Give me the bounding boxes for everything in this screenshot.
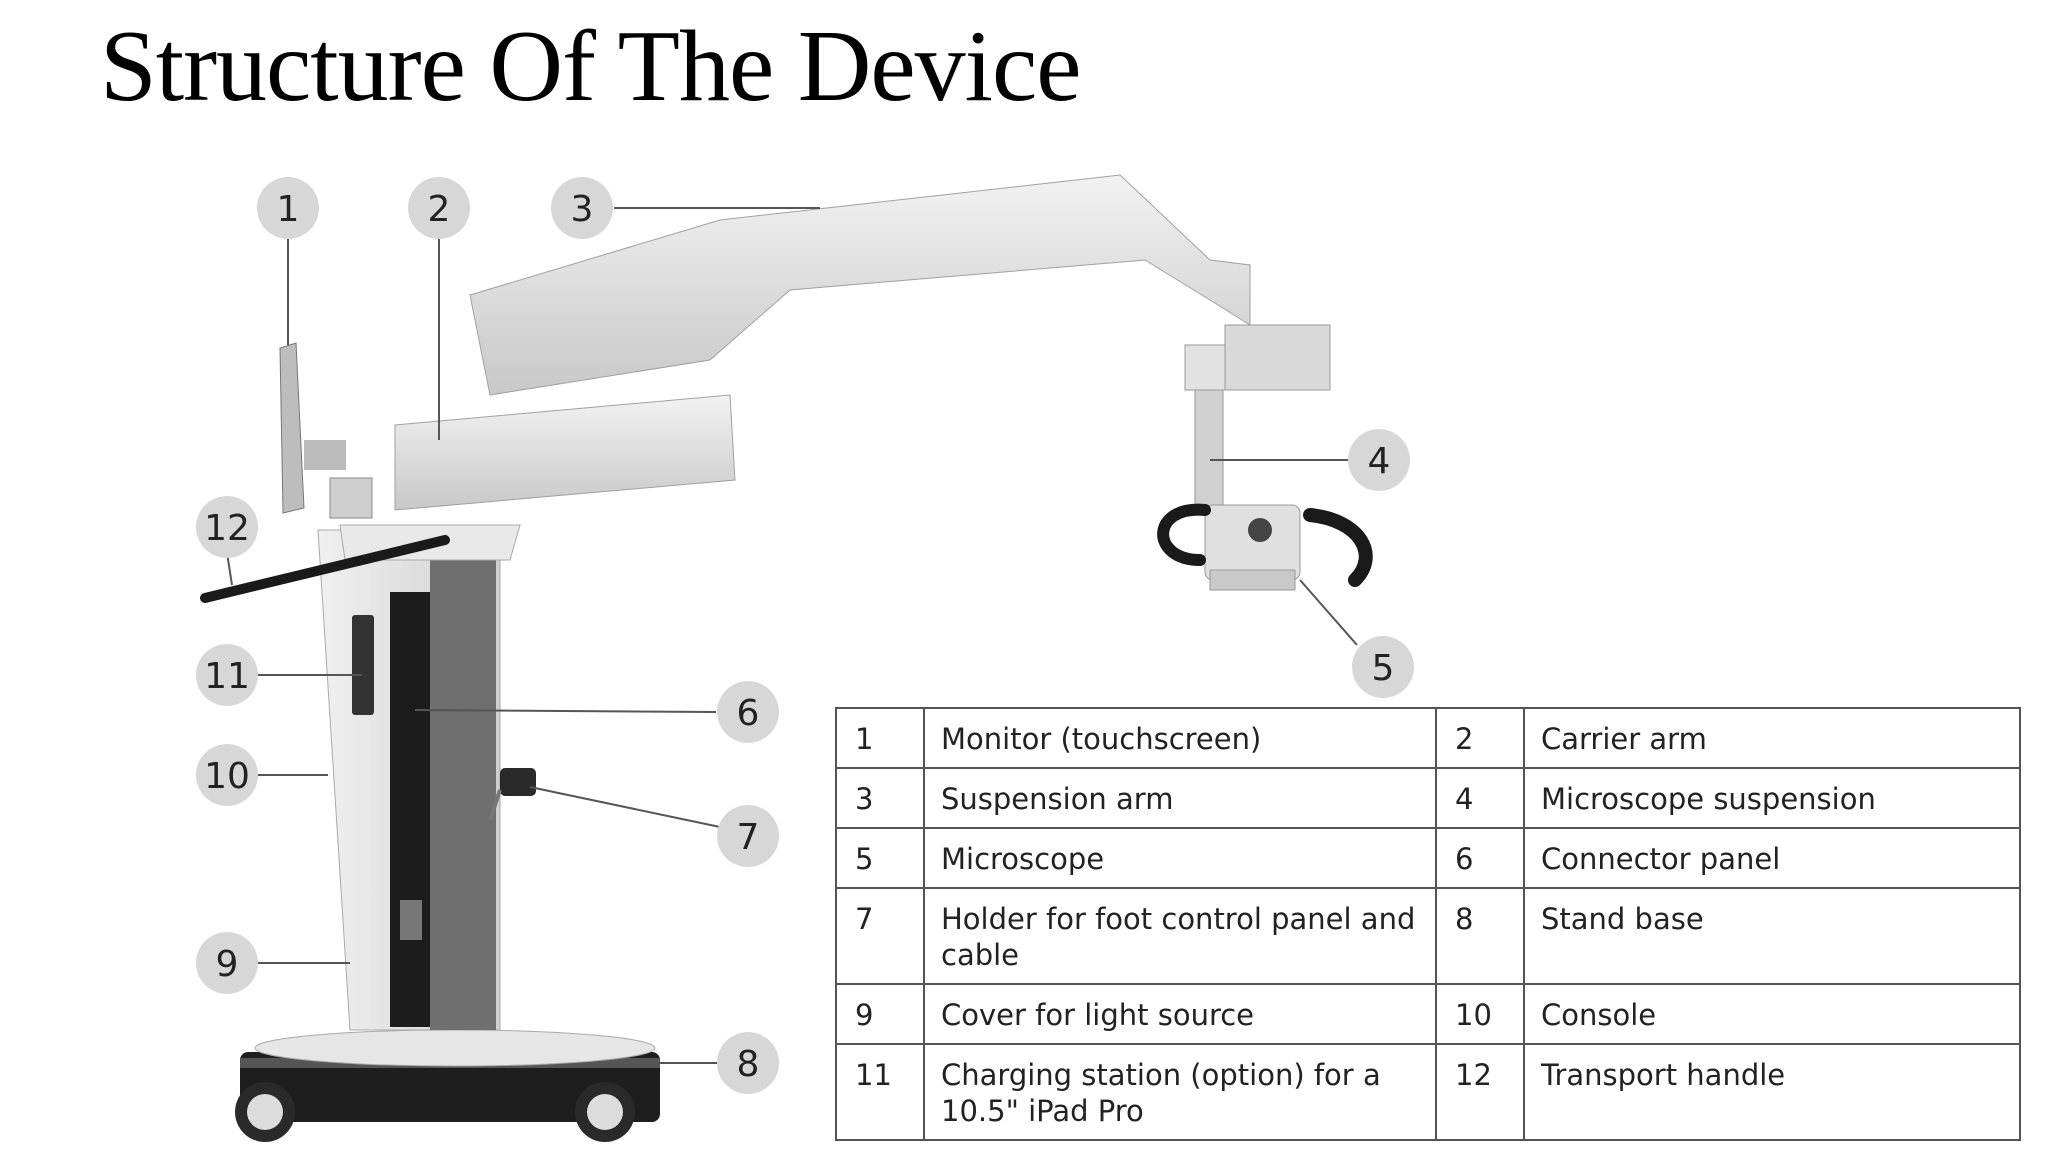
callout-badge-7: 7 xyxy=(717,805,779,867)
callout-number: 9 xyxy=(216,944,239,985)
legend-label: Cover for light source xyxy=(923,983,1437,1045)
callout-badge-3: 3 xyxy=(551,177,613,239)
legend-label: Connector panel xyxy=(1523,827,2021,889)
callout-number: 2 xyxy=(428,189,451,230)
table-row: 7 Holder for foot control panel and cabl… xyxy=(835,887,2021,985)
page-title: Structure Of The Device xyxy=(100,10,1082,123)
legend-number: 11 xyxy=(835,1043,925,1141)
callout-badge-1: 1 xyxy=(257,177,319,239)
callout-leaders xyxy=(226,207,1358,1064)
callout-badge-11: 11 xyxy=(196,644,258,706)
table-row: 9 Cover for light source 10 Console xyxy=(835,983,2021,1045)
legend-number: 5 xyxy=(835,827,925,889)
callout-number: 8 xyxy=(737,1044,760,1085)
legend-table: 1 Monitor (touchscreen) 2 Carrier arm 3 … xyxy=(835,707,2021,1141)
callout-badge-10: 10 xyxy=(196,744,258,806)
callout-badge-12: 12 xyxy=(196,496,258,558)
legend-number: 12 xyxy=(1435,1043,1525,1141)
monitor xyxy=(279,342,373,519)
callout-number: 5 xyxy=(1372,648,1395,689)
legend-number: 8 xyxy=(1435,887,1525,985)
callout-number: 6 xyxy=(737,693,760,734)
callout-badge-4: 4 xyxy=(1348,429,1410,491)
legend-label: Charging station (option) for a 10.5" iP… xyxy=(923,1043,1437,1141)
microscope xyxy=(1157,503,1373,591)
callout-badge-2: 2 xyxy=(408,177,470,239)
callout-number: 1 xyxy=(277,189,300,230)
legend-label: Monitor (touchscreen) xyxy=(923,707,1437,769)
legend-number: 9 xyxy=(835,983,925,1045)
legend-number: 4 xyxy=(1435,767,1525,829)
callout-number: 12 xyxy=(204,508,250,549)
legend-label: Suspension arm xyxy=(923,767,1437,829)
legend-number: 10 xyxy=(1435,983,1525,1045)
table-row: 1 Monitor (touchscreen) 2 Carrier arm xyxy=(835,707,2021,769)
legend-label: Transport handle xyxy=(1523,1043,2021,1141)
legend-number: 7 xyxy=(835,887,925,985)
callout-badge-6: 6 xyxy=(717,681,779,743)
table-row: 5 Microscope 6 Connector panel xyxy=(835,827,2021,889)
callout-badge-8: 8 xyxy=(717,1032,779,1094)
carrier-arm xyxy=(394,394,736,511)
legend-number: 2 xyxy=(1435,707,1525,769)
table-row: 3 Suspension arm 4 Microscope suspension xyxy=(835,767,2021,829)
callout-badge-9: 9 xyxy=(196,932,258,994)
callout-number: 10 xyxy=(204,756,250,797)
foot-control-holder xyxy=(488,768,536,821)
console-body xyxy=(317,524,521,1031)
legend-number: 6 xyxy=(1435,827,1525,889)
legend-label: Microscope suspension xyxy=(1523,767,2021,829)
legend-label: Console xyxy=(1523,983,2021,1045)
legend-label: Carrier arm xyxy=(1523,707,2021,769)
legend-label: Microscope xyxy=(923,827,1437,889)
callout-number: 4 xyxy=(1368,441,1391,482)
transport-handle xyxy=(200,535,450,603)
callout-badge-5: 5 xyxy=(1352,636,1414,698)
legend-number: 1 xyxy=(835,707,925,769)
stand-base xyxy=(235,1029,660,1142)
suspension-arm xyxy=(469,174,1251,396)
callout-number: 11 xyxy=(204,656,250,697)
legend-label: Stand base xyxy=(1523,887,2021,985)
callout-number: 3 xyxy=(571,189,594,230)
microscope-suspension xyxy=(1184,324,1331,511)
table-row: 11 Charging station (option) for a 10.5"… xyxy=(835,1043,2021,1141)
callout-number: 7 xyxy=(737,817,760,858)
legend-label: Holder for foot control panel and cable xyxy=(923,887,1437,985)
legend-number: 3 xyxy=(835,767,925,829)
